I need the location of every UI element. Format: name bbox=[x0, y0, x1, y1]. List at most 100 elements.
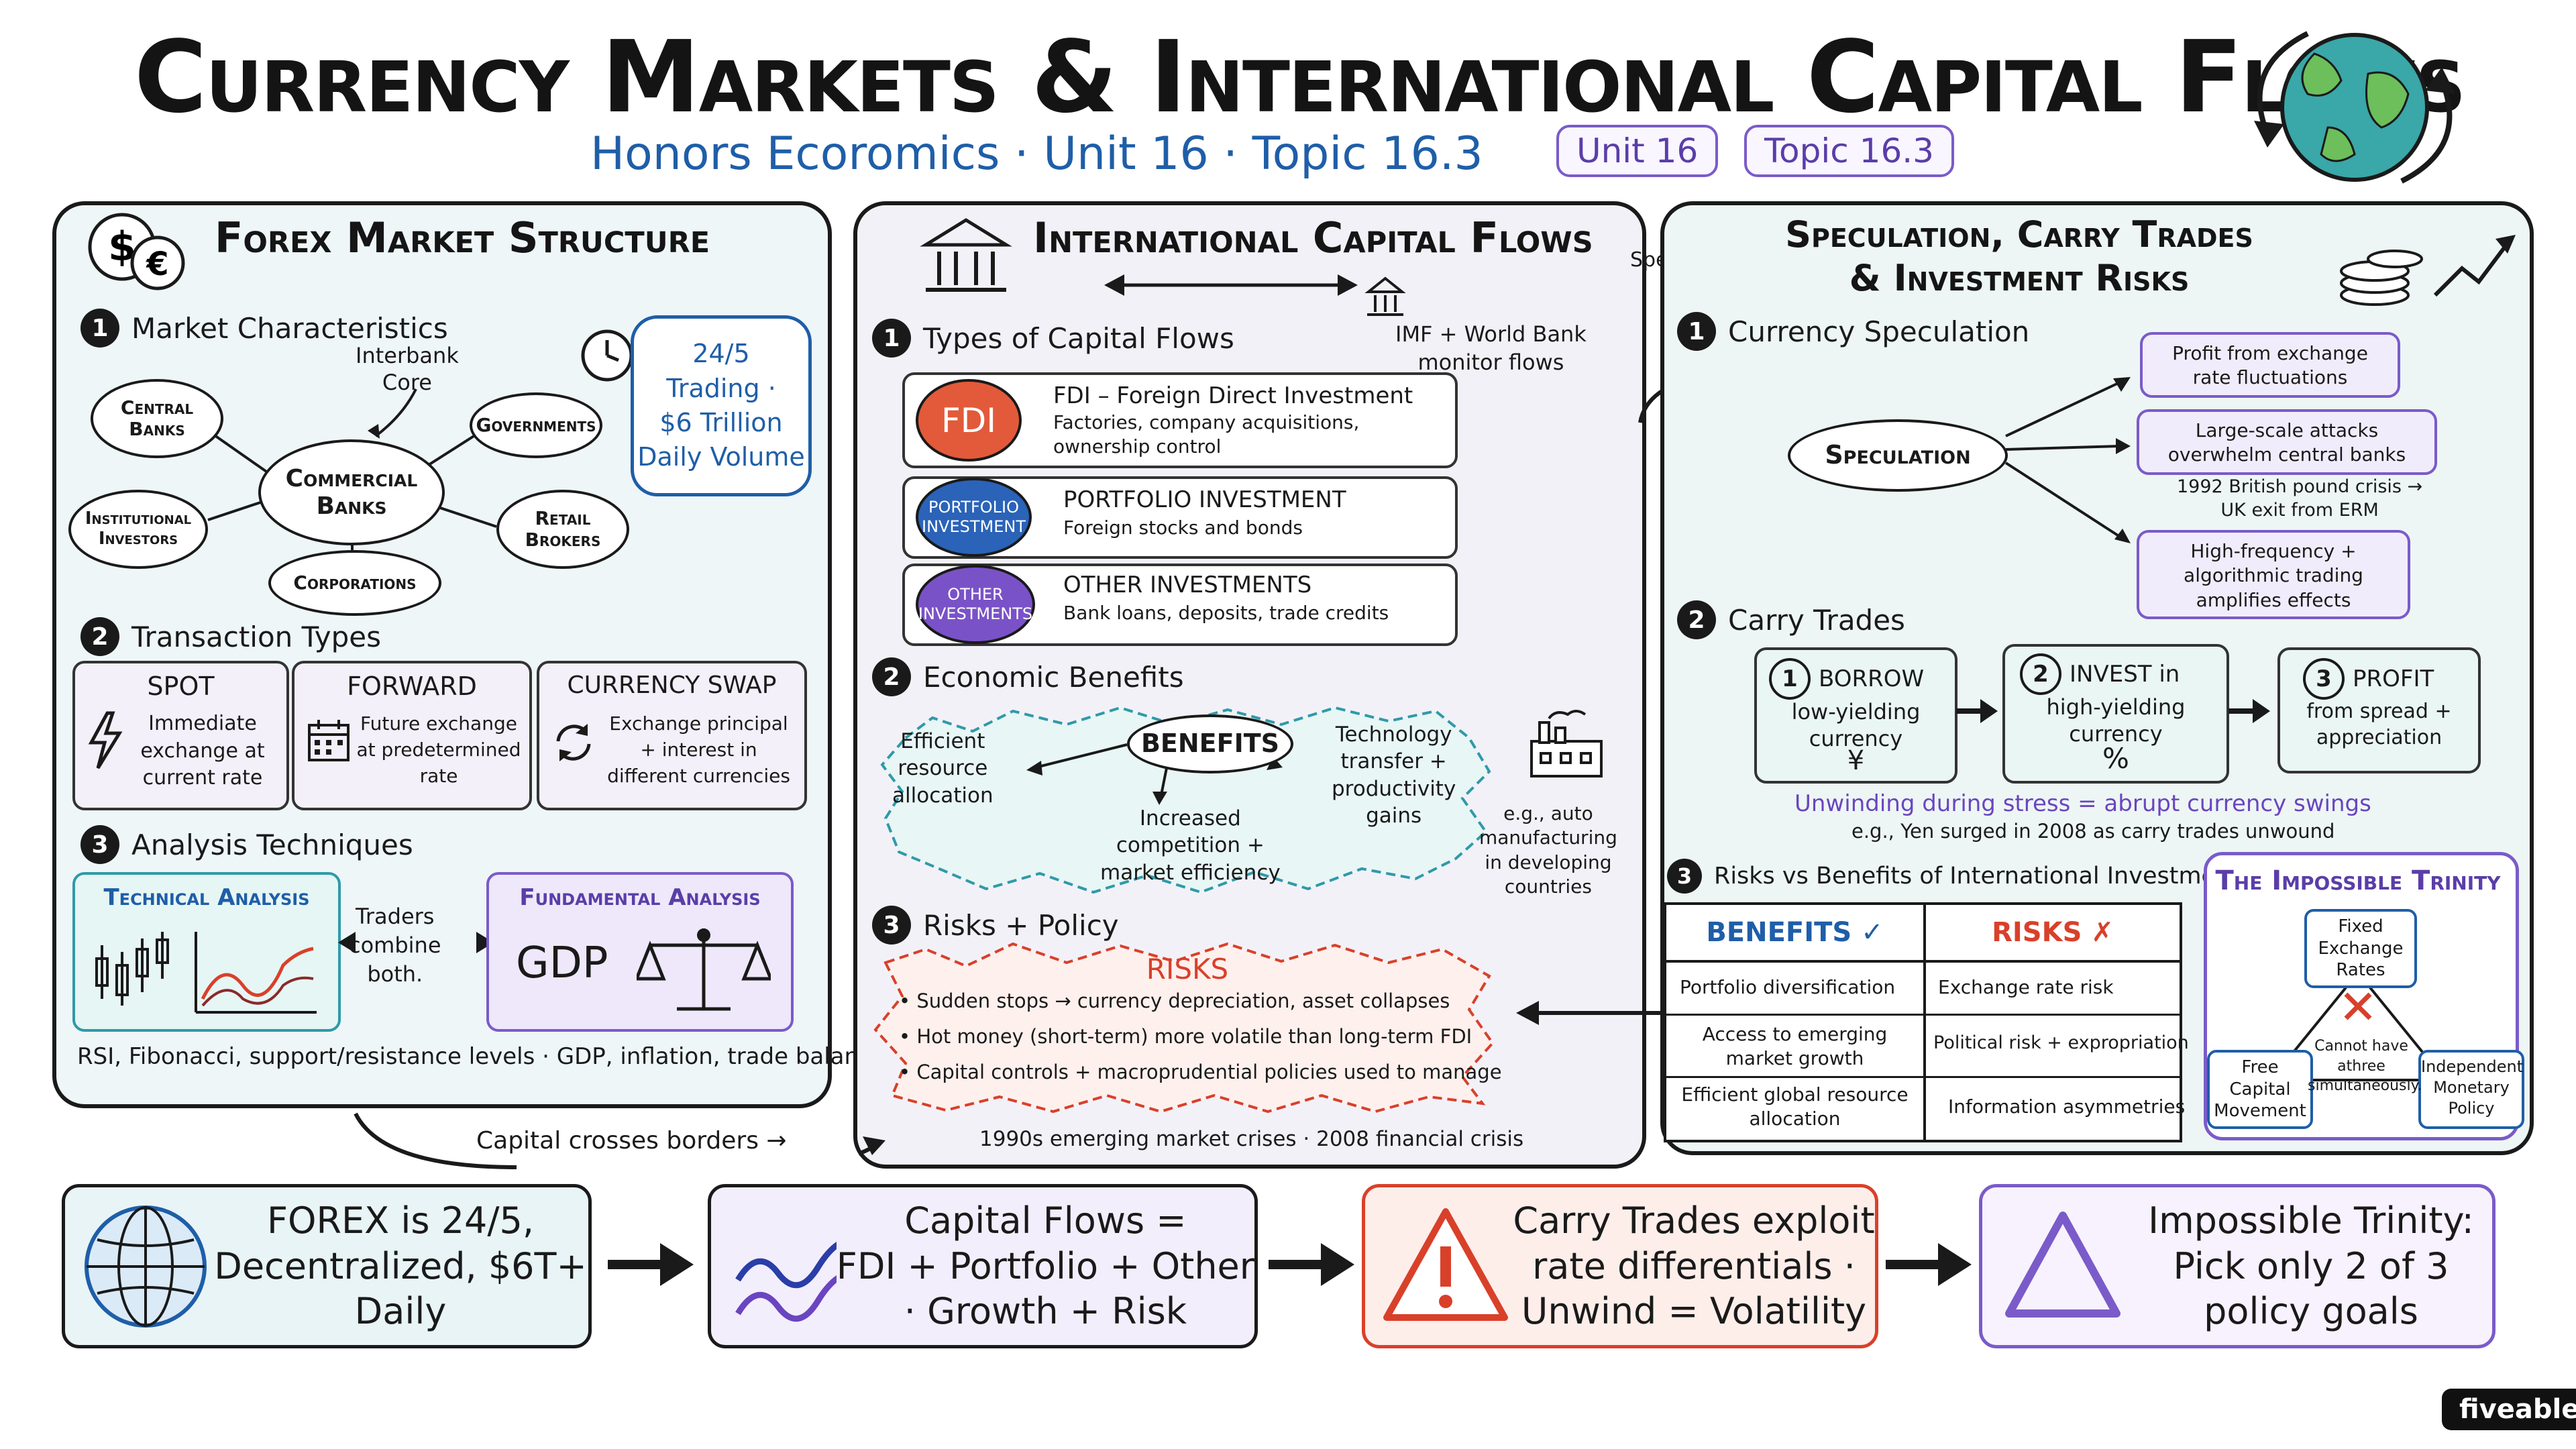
section-number: 2 bbox=[80, 617, 119, 656]
commercial-banks-node: Commercial Banks bbox=[258, 439, 445, 545]
step-arrow bbox=[2229, 699, 2270, 723]
retail-brokers-node: Retail Brokers bbox=[496, 490, 629, 569]
back-arrow bbox=[1516, 1001, 1677, 1025]
summary-card-forex: FOREX is 24/5, Decentralized, $6T+ Daily bbox=[62, 1184, 592, 1348]
spot-card: SPOT Immediate exchange at current rate bbox=[72, 661, 289, 810]
gdp-label: GDP bbox=[516, 938, 608, 988]
portfolio-investment-badge: PORTFOLIO INVESTMENT bbox=[916, 478, 1032, 557]
trading-volume-bubble: 24/5 Trading · $6 Trillion Daily Volume bbox=[631, 315, 812, 496]
section-number: 2 bbox=[872, 657, 911, 696]
section-title: Transaction Types bbox=[131, 620, 381, 653]
risk-item: • Hot money (short-term) more volatile t… bbox=[899, 1025, 1472, 1048]
coins-trend-icon bbox=[2340, 235, 2516, 306]
trinity-free-capital: Free Capital Movement bbox=[2207, 1050, 2313, 1129]
section-number: 3 bbox=[80, 825, 119, 864]
risk-item-text: Capital controls + macroprudential polic… bbox=[916, 1061, 1502, 1083]
institutional-investors-node: Institutional Investors bbox=[68, 490, 208, 569]
fundamental-analysis-card: Fundamental Analysis GDP bbox=[486, 872, 794, 1032]
balance-scale-icon bbox=[637, 928, 771, 1011]
summary-card-capital-flows: Capital Flows = FDI + Portfolio + Other … bbox=[708, 1184, 1258, 1348]
portfolio-investment-name: PORTFOLIO INVESTMENT bbox=[1063, 486, 1346, 513]
page-title: Currency Markets & International Capital… bbox=[134, 19, 2466, 135]
triangle-icon bbox=[2005, 1211, 2121, 1318]
unwind-note: Unwinding during stress = abrupt currenc… bbox=[1794, 790, 2371, 817]
risk-item-text: Hot money (short-term) more volatile tha… bbox=[916, 1025, 1472, 1048]
fdi-desc: Factories, company acquisitions, ownersh… bbox=[1053, 411, 1360, 458]
section-title: Carry Trades bbox=[1728, 603, 1905, 637]
section-number: 1 bbox=[872, 319, 911, 358]
trinity-node-text: Free Capital Movement bbox=[2214, 1057, 2306, 1121]
factory-icon bbox=[1530, 710, 1603, 777]
capital-panel-title: International Capital Flows bbox=[1033, 213, 1593, 262]
summary-text: Impossible Trinity: Pick only 2 of 3 pol… bbox=[2148, 1199, 2474, 1333]
step-desc: high-yielding currency bbox=[2046, 694, 2186, 747]
step-title: BORROW bbox=[1819, 665, 1925, 692]
step-title: INVEST in bbox=[2070, 661, 2180, 688]
table-cell: Efficient global resource allocation bbox=[1681, 1083, 1909, 1130]
technical-analysis-card: Technical Analysis bbox=[72, 872, 341, 1032]
section-title: Risks + Policy bbox=[923, 908, 1119, 942]
currency-swap-desc: Exchange principal + interest in differe… bbox=[607, 712, 790, 788]
yen-icon: ¥ bbox=[1847, 745, 1865, 776]
spot-desc: Immediate exchange at current rate bbox=[140, 712, 265, 790]
step-desc: from spread + appreciation bbox=[2306, 700, 2452, 749]
benefits-burst bbox=[880, 706, 1491, 894]
calendar-icon bbox=[308, 720, 350, 761]
crises-note: 1990s emerging market crises · 2008 fina… bbox=[979, 1127, 1524, 1151]
spec-outcome-text: High-frequency + algorithmic trading amp… bbox=[2184, 540, 2363, 611]
summary-text: Capital Flows = FDI + Portfolio + Other … bbox=[836, 1199, 1254, 1333]
forex-panel-title: Forex Market Structure bbox=[215, 213, 710, 262]
types-of-capital-flows-heading: 1 Types of Capital Flows bbox=[872, 319, 1234, 358]
step-arrow bbox=[1956, 699, 1998, 723]
section-number: 1 bbox=[80, 309, 119, 347]
spec-outcome-text: Profit from exchange rate fluctuations bbox=[2172, 342, 2368, 389]
economic-benefits-heading: 2 Economic Benefits bbox=[872, 657, 1184, 696]
carry-trades-heading: 2 Carry Trades bbox=[1677, 600, 1905, 639]
fdi-name: FDI – Foreign Direct Investment bbox=[1053, 382, 1413, 409]
risks-burst bbox=[873, 942, 1495, 1114]
section-number: 3 bbox=[872, 906, 911, 945]
currency-swap-card: CURRENCY SWAP Exchange principal + inter… bbox=[537, 661, 807, 810]
percent-icon: % bbox=[2102, 742, 2129, 775]
step-desc: low-yielding currency bbox=[1791, 699, 1921, 751]
trinity-title: The Impossible Trinity bbox=[2215, 865, 2501, 896]
trinity-triangle bbox=[2267, 970, 2449, 1081]
market-characteristics-heading: 1 Market Characteristics bbox=[80, 309, 448, 347]
trinity-fixed-rates: Fixed Exchange Rates bbox=[2304, 909, 2417, 988]
benefit-efficient-allocation: Efficient resource allocation bbox=[892, 729, 994, 808]
globe-icon bbox=[85, 1205, 207, 1328]
risks-vs-benefits-heading: 3 Risks vs Benefits of International Inv… bbox=[1667, 859, 2240, 894]
step-number: 2 bbox=[2020, 653, 2061, 695]
fundamental-analysis-title: Fundamental Analysis bbox=[519, 884, 761, 911]
page-subtitle: Honors Ecoromics · Unit 16 · Topic 16.3 bbox=[590, 127, 1483, 180]
portfolio-investment-desc: Foreign stocks and bonds bbox=[1063, 517, 1303, 539]
step-title: PROFIT bbox=[2353, 665, 2434, 692]
swap-cycle-icon bbox=[556, 724, 591, 761]
trinity-monetary-policy: Independent Monetary Policy bbox=[2418, 1050, 2524, 1129]
risk-item: • Sudden stops → currency depreciation, … bbox=[899, 989, 1450, 1012]
central-banks-node: Central Banks bbox=[91, 379, 223, 458]
benefit-example-note: e.g., auto manufacturing in developing c… bbox=[1479, 802, 1617, 898]
currency-icon: $ € bbox=[88, 213, 185, 290]
capital-crosses-label: Capital crosses borders → bbox=[476, 1127, 787, 1155]
cross-border-arrow bbox=[1104, 274, 1406, 316]
section-title: Types of Capital Flows bbox=[923, 321, 1234, 355]
section-number: 2 bbox=[1677, 600, 1716, 639]
trinity-node-text: Fixed Exchange Rates bbox=[2318, 916, 2404, 980]
imf-world-bank-note: IMF + World Bank monitor flows bbox=[1395, 321, 1587, 375]
unit-pill: Unit 16 bbox=[1556, 125, 1719, 177]
corporations-node: Corporations bbox=[268, 550, 441, 616]
section-title: Economic Benefits bbox=[923, 660, 1184, 694]
carry-step-invest: 2 INVEST in high-yielding currency % bbox=[2002, 644, 2229, 784]
table-cell: Information asymmetries bbox=[1948, 1095, 2186, 1118]
other-investments-name: OTHER INVESTMENTS bbox=[1063, 572, 1312, 598]
benefit-technology-transfer: Technology transfer + productivity gains bbox=[1332, 722, 1456, 828]
bank-building-icon bbox=[920, 218, 1012, 292]
risk-item-text: Sudden stops → currency depreciation, as… bbox=[916, 989, 1450, 1012]
summary-text: FOREX is 24/5, Decentralized, $6T+ Daily bbox=[214, 1199, 587, 1333]
risks-policy-heading: 3 Risks + Policy bbox=[872, 906, 1119, 945]
spec-outcome-text: Large-scale attacks overwhelm central ba… bbox=[2167, 419, 2406, 466]
